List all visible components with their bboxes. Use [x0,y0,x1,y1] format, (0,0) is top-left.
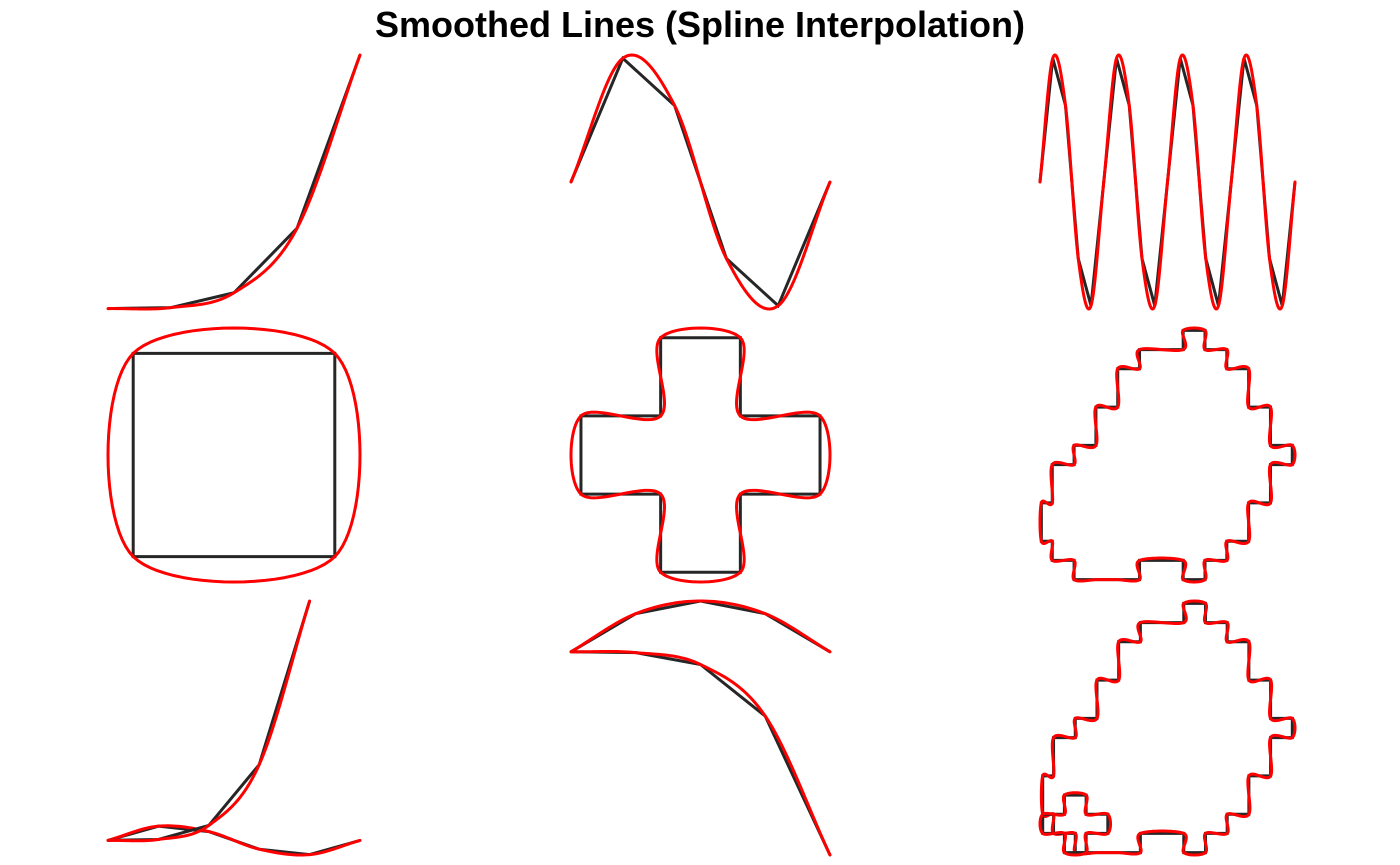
spline-line-r3c1-0 [106,824,362,857]
panel-r3c1 [106,599,362,857]
panel-r2c3 [1038,326,1297,584]
spline-line-r3c2-1 [569,599,832,654]
raw-line-r3c3-0 [1041,601,1294,855]
spline-line-r2c1-0 [106,326,362,584]
raw-line-r3c1-1 [107,600,312,842]
raw-line-r2c3-0 [1039,328,1294,582]
spline-line-r3c1-1 [106,599,312,843]
spline-line-r1c2-0 [569,53,832,311]
spline-line-r2c2-0 [569,326,832,584]
raw-line-r3c2-0 [570,650,832,856]
raw-line-r2c2-0 [579,336,822,574]
spline-line-r3c3-0 [1039,599,1297,857]
panel-r2c2 [569,326,832,584]
spline-line-r1c3-0 [1038,53,1297,311]
panel-r1c1 [106,53,362,311]
spline-line-r1c1-0 [106,53,362,311]
chart-title: Smoothed Lines (Spline Interpolation) [374,4,1025,45]
raw-line-r2c1-0 [131,351,337,559]
panel-r1c2 [569,53,832,311]
panel-r3c2 [569,599,832,857]
raw-line-r1c1-0 [107,54,362,311]
spline-line-r3c3-1 [1038,791,1113,857]
panel-r1c3 [1038,53,1297,311]
panel-r2c1 [106,326,362,584]
spline-line-r3c2-0 [569,649,832,857]
panel-r3c3 [1038,599,1297,857]
spline-line-r2c3-0 [1038,326,1297,584]
